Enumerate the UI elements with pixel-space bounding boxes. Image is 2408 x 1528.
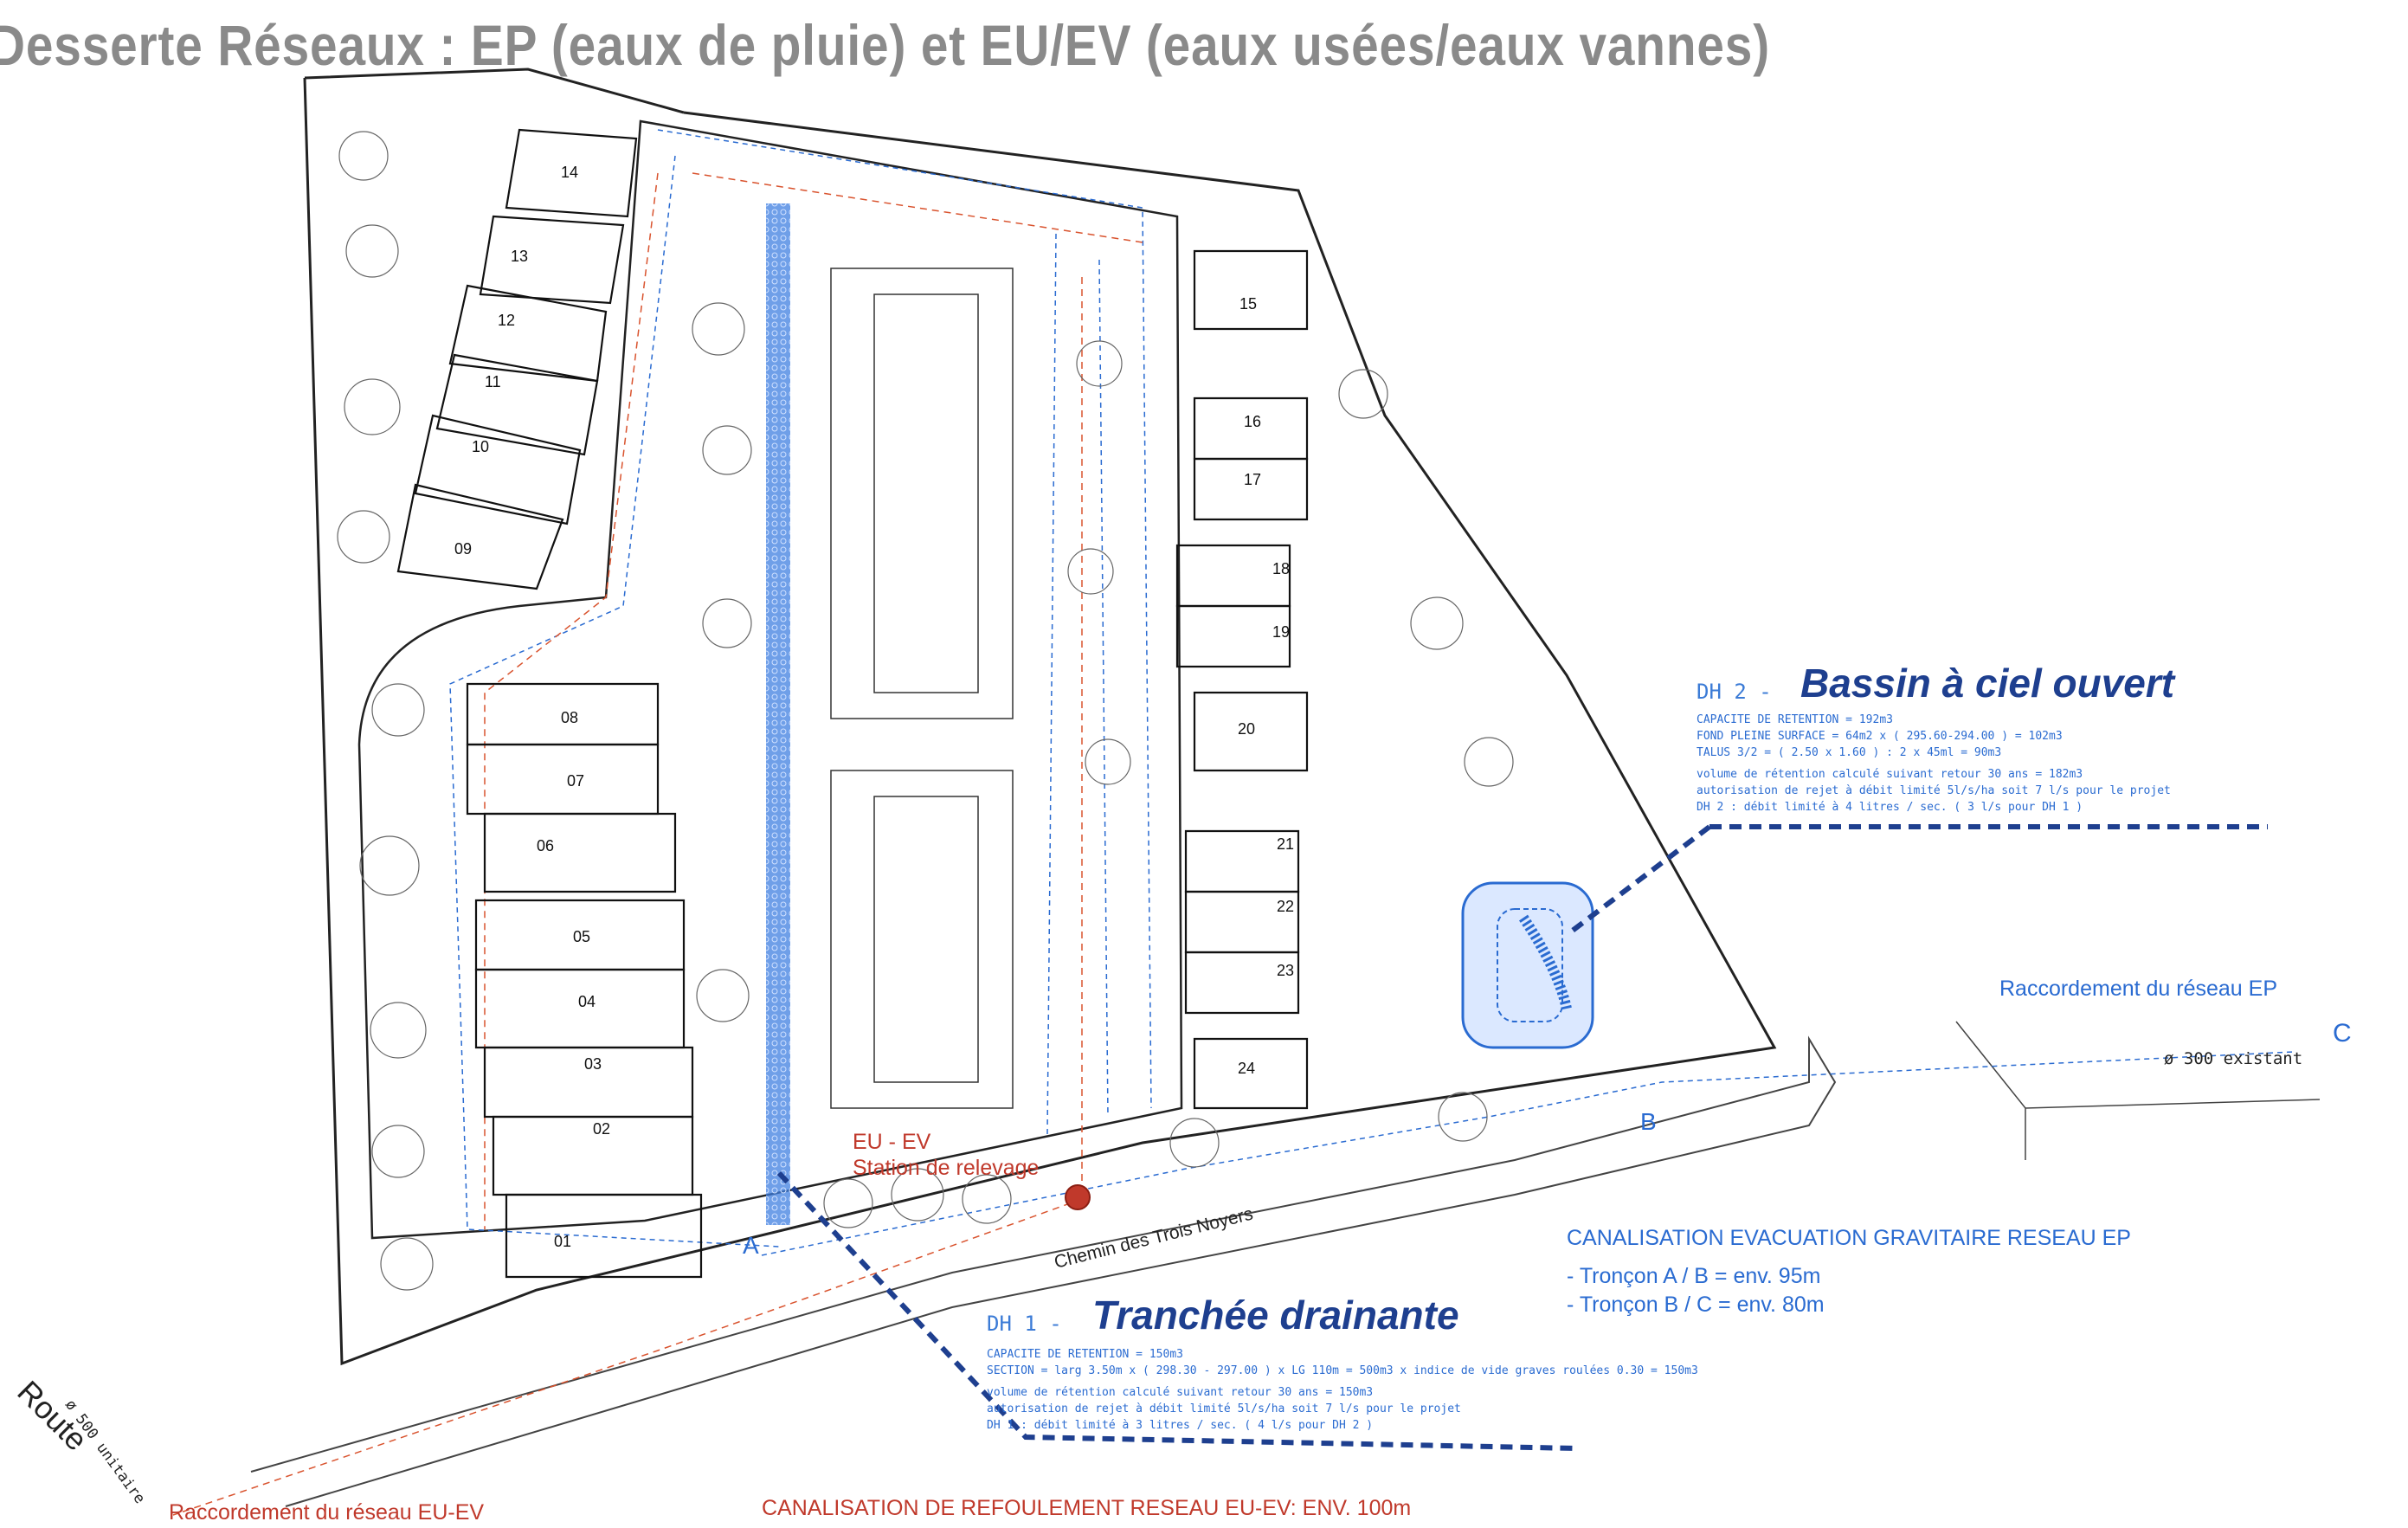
dh2-line: DH 2 : débit limité à 4 litres / sec. ( … [1697, 801, 2083, 814]
dh2-details: CAPACITE DE RETENTION = 192m3 FOND PLEIN… [1697, 712, 2171, 816]
point-b-label: B [1640, 1108, 1657, 1135]
lot-label-14: 14 [561, 164, 578, 181]
canal-ep-item: - Tronçon B / C = env. 80m [1567, 1293, 1825, 1317]
canal-ep-item: - Tronçon A / B = env. 95m [1567, 1264, 1821, 1288]
dh1-heading: Tranchée drainante [1092, 1293, 1459, 1338]
lot-label-11: 11 [485, 373, 501, 390]
lot-label-21: 21 [1277, 835, 1294, 853]
lots-west [396, 128, 703, 1279]
lot-label-20: 20 [1238, 720, 1255, 738]
page-title: Desserte Réseaux : EP (eaux de pluie) et… [0, 13, 1770, 77]
lot-label-10: 10 [472, 438, 489, 455]
drainage-trench [766, 203, 790, 1225]
pointer-lines [776, 824, 2268, 1451]
lot-label-09: 09 [454, 540, 472, 558]
dh2-code: DH 2 - [1697, 680, 1772, 704]
lot-label-01: 01 [554, 1233, 571, 1250]
point-c-label: C [2333, 1019, 2352, 1048]
station-subtitle: Station de relevage [853, 1156, 1040, 1180]
dh2-line: FOND PLEINE SURFACE = 64m2 x ( 295.60-29… [1697, 730, 2063, 743]
lot-label-12: 12 [498, 312, 515, 329]
canal-ep-title: CANALISATION EVACUATION GRAVITAIRE RESEA… [1567, 1226, 2131, 1250]
raccord-ep-label: Raccordement du réseau EP [1999, 977, 2278, 1001]
lot-label-16: 16 [1244, 413, 1261, 430]
dh1-line: autorisation de rejet à débit limité 5l/… [987, 1402, 1461, 1415]
raccord-eu-label: Raccordement du réseau EU-EV [169, 1500, 485, 1525]
lot-label-13: 13 [511, 248, 528, 265]
lot-label-17: 17 [1244, 471, 1261, 488]
existing-pipe-label: ø 300 existant [2164, 1049, 2303, 1068]
lot-label-04: 04 [578, 993, 596, 1010]
lot-label-06: 06 [537, 837, 554, 854]
dh1-line: volume de rétention calculé suivant reto… [987, 1386, 1374, 1399]
dh2-line: TALUS 3/2 = ( 2.50 x 1.60 ) : 2 x 45ml =… [1697, 746, 2002, 759]
refoulement-label: CANALISATION DE REFOULEMENT RESEAU EU-EV… [762, 1496, 1412, 1520]
chemin-label: Chemin des Trois Noyers [1053, 1204, 1255, 1273]
dh2-line: autorisation de rejet à débit limité 5l/… [1697, 784, 2171, 797]
dh1-line: DH 1 : débit limité à 3 litres / sec. ( … [987, 1419, 1374, 1432]
lot-label-15: 15 [1239, 295, 1257, 313]
vegetation [337, 131, 1514, 1291]
lot-label-05: 05 [573, 928, 590, 945]
collective-buildings [830, 268, 1014, 1109]
lot-label-07: 07 [567, 772, 584, 790]
station-marker [1065, 1184, 1091, 1210]
lot-label-19: 19 [1272, 623, 1290, 641]
dh1-line: SECTION = larg 3.50m x ( 298.30 - 297.00… [987, 1364, 1698, 1377]
point-a-label: A [743, 1232, 759, 1259]
station-title: EU - EV [853, 1130, 931, 1154]
dh1-details: CAPACITE DE RETENTION = 150m3 SECTION = … [987, 1346, 1698, 1434]
retention-basin [1461, 881, 1594, 1049]
lots-east [1175, 249, 1309, 1110]
dh1-code: DH 1 - [987, 1312, 1062, 1336]
dh2-line: volume de rétention calculé suivant reto… [1697, 768, 2083, 781]
lot-label-08: 08 [561, 709, 578, 726]
site-outline [303, 68, 1777, 1366]
dh1-line: CAPACITE DE RETENTION = 150m3 [987, 1348, 1183, 1361]
road-chemin [250, 1021, 2321, 1507]
lot-label-18: 18 [1272, 560, 1290, 577]
dh2-heading: Bassin à ciel ouvert [1800, 661, 2175, 706]
lot-numbers: 01 02 03 04 05 06 07 08 09 10 11 12 13 1… [454, 164, 1294, 1250]
lot-label-22: 22 [1277, 898, 1294, 915]
lot-label-23: 23 [1277, 962, 1294, 979]
dh2-line: CAPACITE DE RETENTION = 192m3 [1697, 713, 1893, 726]
lot-label-02: 02 [593, 1120, 610, 1138]
network-ep [449, 129, 2295, 1256]
lot-label-24: 24 [1238, 1060, 1255, 1077]
lot-label-03: 03 [584, 1055, 602, 1073]
